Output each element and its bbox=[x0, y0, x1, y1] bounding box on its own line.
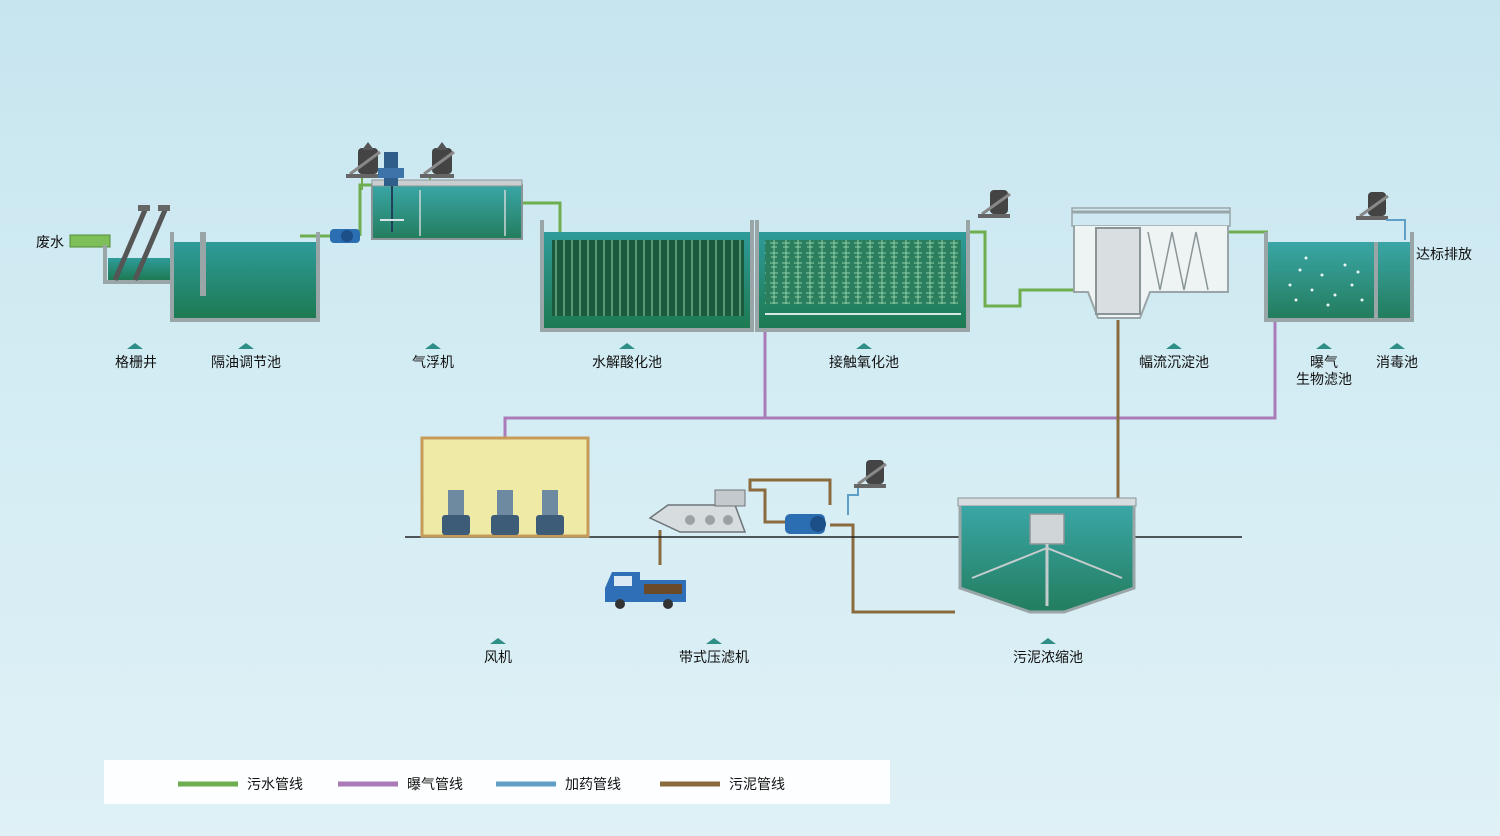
sludge-pipe-3 bbox=[748, 478, 832, 524]
sludge-pump bbox=[785, 514, 826, 534]
label-belt-press: 带式压滤机 bbox=[679, 650, 749, 666]
stage-labels: 废水 达标排放 格栅井 隔油调节池 气浮机 水解酸化池 接触氧化池 幅流沉淀池 … bbox=[36, 235, 1472, 666]
label-baf-1: 曝气 bbox=[1310, 355, 1338, 371]
sludge-pipe-2 bbox=[830, 523, 955, 614]
label-contact-oxidation: 接触氧化池 bbox=[829, 354, 899, 371]
legend-item-chemical: 加药管线 bbox=[496, 777, 621, 793]
dosing-unit-1 bbox=[346, 142, 381, 190]
dosing-units bbox=[346, 142, 1406, 515]
legend-label-aeration: 曝气管线 bbox=[407, 777, 463, 793]
label-flotation: 气浮机 bbox=[412, 355, 454, 371]
legend-label-chemical: 加药管线 bbox=[565, 777, 621, 793]
label-markers bbox=[127, 343, 1405, 644]
legend: 污水管线 曝气管线 加药管线 污泥管线 bbox=[104, 760, 890, 804]
flotation-unit bbox=[371, 152, 523, 240]
dosing-unit-3 bbox=[978, 190, 1011, 218]
label-outlet: 达标排放 bbox=[1416, 247, 1472, 263]
contact-oxidation-tank bbox=[755, 220, 970, 332]
label-disinfection: 消毒池 bbox=[1376, 355, 1418, 371]
aeration-pipe bbox=[503, 320, 1277, 460]
baf-divider bbox=[1374, 242, 1378, 318]
sewage-pipe-4 bbox=[968, 230, 1095, 308]
blower-room bbox=[420, 436, 590, 538]
oil-separation-tank bbox=[170, 232, 320, 322]
baffle bbox=[200, 232, 206, 296]
legend-item-sewage: 污水管线 bbox=[178, 777, 303, 793]
blower-1 bbox=[442, 490, 470, 535]
feed-pump bbox=[330, 229, 360, 243]
blower-2 bbox=[491, 490, 519, 535]
oxidation-fiber-media bbox=[765, 240, 961, 304]
screen-bar-2 bbox=[132, 209, 168, 281]
blower-3 bbox=[536, 490, 564, 535]
legend-label-sludge: 污泥管线 bbox=[729, 777, 785, 793]
label-screen-well: 格栅井 bbox=[115, 355, 157, 371]
dosing-unit-5 bbox=[847, 460, 887, 515]
sewage-pipe-3 bbox=[522, 201, 562, 232]
baf-bubbles bbox=[1288, 256, 1364, 307]
baf-tank bbox=[1264, 232, 1414, 322]
screen-well bbox=[103, 205, 174, 284]
label-hydrolysis: 水解酸化池 bbox=[592, 355, 662, 371]
sludge-truck bbox=[605, 572, 686, 609]
label-inlet: 废水 bbox=[36, 235, 64, 251]
dosing-unit-4 bbox=[1356, 192, 1406, 240]
hydrolysis-packing bbox=[552, 240, 744, 316]
hydrolysis-tank bbox=[540, 220, 754, 332]
legend-label-sewage: 污水管线 bbox=[247, 777, 303, 793]
belt-filter-press bbox=[648, 489, 747, 533]
sludge-thickener bbox=[957, 497, 1137, 614]
center-well bbox=[1095, 227, 1141, 315]
label-oil-tank: 隔油调节池 bbox=[211, 355, 281, 371]
legend-item-sludge: 污泥管线 bbox=[660, 777, 785, 793]
thickener-center bbox=[1029, 513, 1065, 545]
screen-bar-1 bbox=[112, 209, 148, 281]
label-thickener: 污泥浓缩池 bbox=[1013, 650, 1083, 666]
dosing-unit-2 bbox=[410, 142, 455, 187]
sewage-pipe-2 bbox=[358, 183, 375, 236]
inlet-pipe bbox=[69, 234, 111, 248]
sedimentation-tank bbox=[1071, 207, 1231, 319]
legend-item-aeration: 曝气管线 bbox=[338, 777, 463, 793]
label-sedimentation: 幅流沉淀池 bbox=[1139, 355, 1209, 371]
label-baf-2: 生物滤池 bbox=[1296, 372, 1352, 388]
label-blower: 风机 bbox=[484, 650, 512, 666]
